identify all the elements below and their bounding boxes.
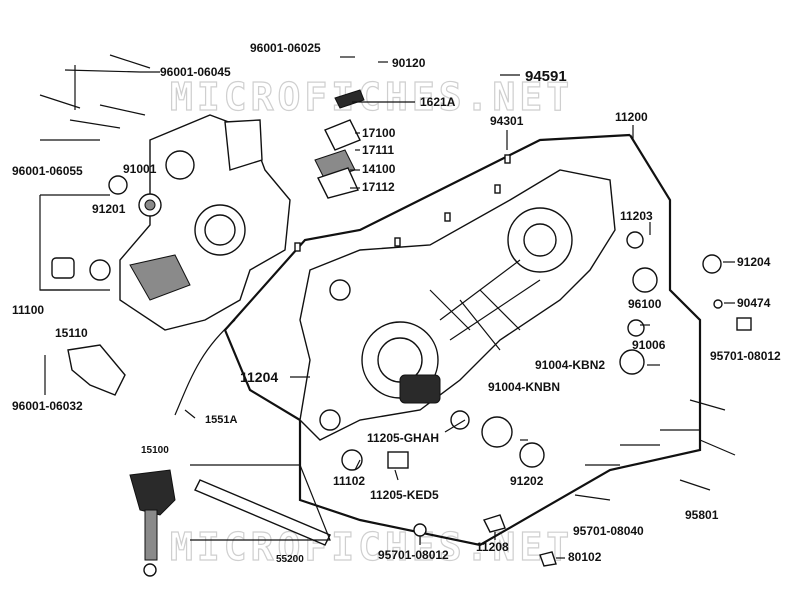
- part-number-labels: 96001-06025 90120 94591 96001-06045 1621…: [12, 41, 781, 565]
- label-55200: 55200: [276, 554, 304, 565]
- watermark-top: MICROFICHES.NET: [170, 75, 573, 119]
- label-17100: 17100: [362, 126, 396, 140]
- label-17112: 17112: [362, 180, 395, 194]
- label-91202: 91202: [510, 474, 544, 488]
- oil-pump-15100: [129, 469, 176, 577]
- label-11203: 11203: [620, 209, 653, 223]
- label-96100: 96100: [628, 297, 662, 311]
- label-11200: 11200: [615, 110, 648, 124]
- label-91204: 91204: [737, 255, 771, 269]
- label-95701-08012-right: 95701-08012: [710, 349, 781, 363]
- label-11102: 11102: [333, 474, 365, 488]
- shaft-55200: [194, 479, 331, 546]
- crankcase-outline: [223, 133, 702, 547]
- label-80102: 80102: [568, 550, 602, 564]
- label-95801: 95801: [685, 508, 719, 522]
- bracket-15110: [67, 344, 126, 396]
- label-11205-GHAH: 11205-GHAH: [367, 431, 439, 445]
- label-90120: 90120: [392, 56, 426, 70]
- left-seals: [51, 175, 162, 281]
- label-91004-KBN2: 91004-KBN2: [535, 358, 605, 372]
- label-96001-06055: 96001-06055: [12, 164, 83, 178]
- label-1551A: 1551A: [205, 414, 237, 426]
- bolts-group-top-left: [39, 54, 151, 141]
- shaft-frame: [190, 464, 331, 541]
- label-91201: 91201: [92, 202, 126, 216]
- clip-80102: [539, 551, 557, 567]
- label-15110: 15110: [55, 326, 88, 340]
- label-94591: 94591: [525, 68, 567, 85]
- label-11204: 11204: [240, 369, 278, 385]
- hose-1551A: [174, 319, 236, 416]
- label-14100: 14100: [362, 162, 396, 176]
- leader-lines: [39, 56, 735, 559]
- label-11100: 11100: [12, 303, 44, 317]
- drain-bolt: [413, 523, 427, 537]
- studs-right-bottom: [574, 399, 736, 501]
- label-91001: 91001: [123, 162, 157, 176]
- label-95701-08012-bottom: 95701-08012: [378, 548, 449, 562]
- label-15100: 15100: [141, 445, 169, 456]
- clip-11208: [483, 514, 506, 533]
- label-11208: 11208: [476, 540, 509, 554]
- label-95701-08040: 95701-08040: [573, 524, 644, 538]
- label-1621A: 1621A: [420, 95, 456, 109]
- watermark-bottom: MICROFICHES.NET: [170, 525, 573, 569]
- right-bearings: [341, 231, 752, 471]
- dowel-pins: [294, 154, 511, 252]
- label-11205-KED5: 11205-KED5: [370, 488, 439, 502]
- label-94301: 94301: [490, 114, 524, 128]
- label-91006: 91006: [632, 338, 666, 352]
- label-96001-06025: 96001-06025: [250, 41, 321, 55]
- label-17111: 17111: [362, 143, 394, 157]
- reed-valve-stack: [314, 89, 365, 199]
- label-96001-06045: 96001-06045: [160, 65, 231, 79]
- left-crankcase-half: [119, 114, 291, 331]
- label-96001-06032: 96001-06032: [12, 399, 83, 413]
- label-91004-KNBN: 91004-KNBN: [488, 380, 560, 394]
- label-90474: 90474: [737, 296, 771, 310]
- main-crankcase: [299, 169, 616, 441]
